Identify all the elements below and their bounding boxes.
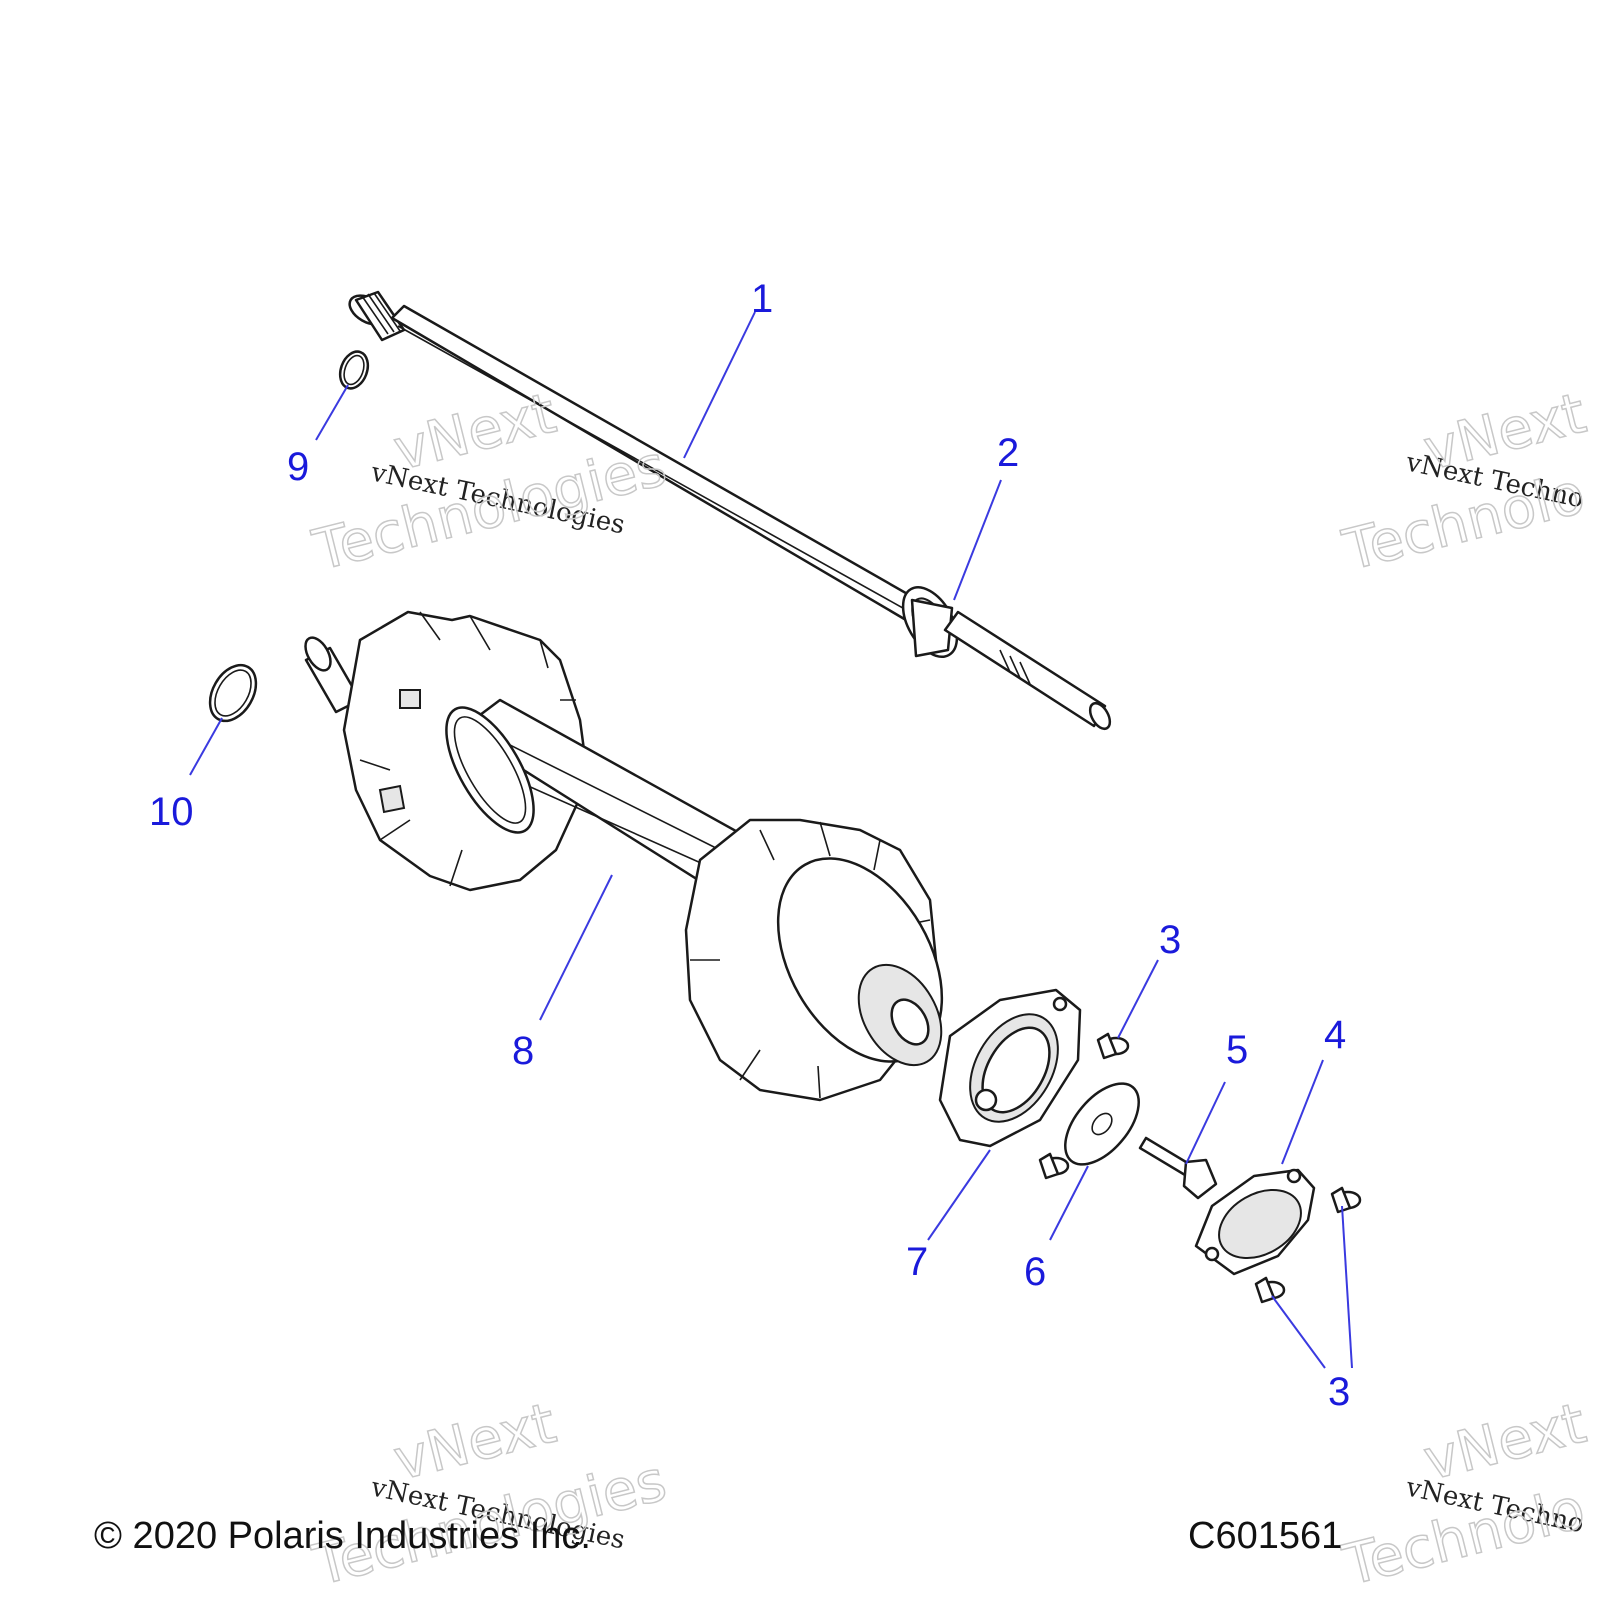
screw-part-3-lower-left bbox=[1038, 1152, 1070, 1180]
watermark-top-left: vNext Technologies vNext Technologies bbox=[306, 380, 673, 584]
leader-lines bbox=[189, 311, 1353, 1369]
callout-3-lower: 3 bbox=[1328, 1370, 1350, 1414]
leader-10 bbox=[189, 717, 223, 776]
leader-1 bbox=[683, 311, 756, 459]
o-ring-part-10 bbox=[208, 663, 258, 723]
leader-7 bbox=[927, 1149, 991, 1241]
callout-10: 10 bbox=[149, 790, 194, 834]
bearing-flange-part-7 bbox=[938, 988, 1082, 1148]
callout-labels: 1 2 3 3 4 5 6 7 8 9 10 bbox=[149, 277, 1350, 1414]
watermark-top-right: vNext Techno vNext Technolo bbox=[1336, 380, 1593, 584]
washer-part-6 bbox=[1064, 1082, 1140, 1166]
callout-5: 5 bbox=[1226, 1028, 1248, 1072]
watermark-bottom-right: vNext Techno vNext Technolo bbox=[1336, 1390, 1593, 1599]
shaft-part-1 bbox=[348, 290, 1112, 731]
screw-part-3-cap-bottom bbox=[1254, 1276, 1286, 1304]
callout-9: 9 bbox=[287, 445, 309, 489]
leader-5 bbox=[1185, 1081, 1226, 1165]
callout-7: 7 bbox=[906, 1240, 928, 1284]
leader-6 bbox=[1049, 1165, 1089, 1241]
copyright-text: © 2020 Polaris Industries Inc. bbox=[94, 1515, 591, 1557]
leader-9 bbox=[315, 384, 349, 441]
leader-3b-left bbox=[1271, 1295, 1326, 1369]
diagram-code: C601561 bbox=[1188, 1515, 1342, 1557]
leader-3a bbox=[1117, 959, 1159, 1039]
leader-2 bbox=[953, 479, 1002, 601]
bolt-part-5 bbox=[1138, 1136, 1218, 1200]
screw-part-3-cap-top bbox=[1330, 1186, 1362, 1214]
watermark-bottom-left: vNext Technologies vNext Technologies bbox=[306, 1390, 673, 1599]
callout-3-upper: 3 bbox=[1159, 918, 1181, 962]
leader-3b-right bbox=[1341, 1205, 1353, 1369]
leader-8 bbox=[539, 874, 613, 1021]
screw-part-3-upper bbox=[1096, 1032, 1130, 1060]
callout-8: 8 bbox=[512, 1029, 534, 1073]
callout-2: 2 bbox=[997, 431, 1019, 475]
o-ring-part-9 bbox=[338, 350, 370, 390]
callout-6: 6 bbox=[1024, 1250, 1046, 1294]
drive-shaft-assembly-part-8 bbox=[304, 610, 944, 1102]
callout-4: 4 bbox=[1324, 1013, 1346, 1057]
callout-1: 1 bbox=[751, 277, 773, 321]
leader-4 bbox=[1281, 1059, 1324, 1165]
cover-cap-part-4 bbox=[1194, 1168, 1316, 1276]
